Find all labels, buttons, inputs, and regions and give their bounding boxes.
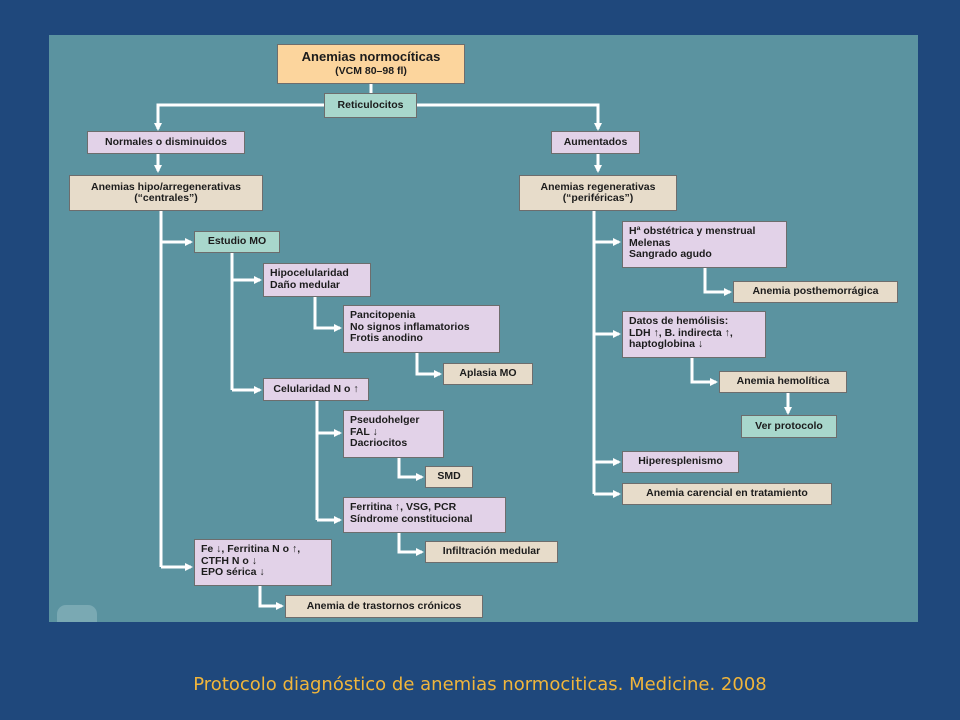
node-fe-ferritina: Fe ↓, Ferritina N o ↑, CTFH N o ↓ EPO sé… bbox=[194, 539, 332, 586]
node-anemia-posthemorragica: Anemia posthemorrágica bbox=[733, 281, 898, 303]
node-pancitopenia: Pancitopenia No signos inflamatorios Fro… bbox=[343, 305, 500, 353]
slide-caption: Protocolo diagnóstico de anemias normoci… bbox=[193, 674, 767, 695]
node-hiperesplenismo: Hiperesplenismo bbox=[622, 451, 739, 473]
flowchart-connectors bbox=[154, 84, 792, 610]
node-anemia-hemolitica: Anemia hemolítica bbox=[719, 371, 847, 393]
publisher-logo-watermark bbox=[57, 605, 97, 622]
node-aplasia-mo: Aplasia MO bbox=[443, 363, 533, 385]
node-hipocelularidad: Hipocelularidad Daño medular bbox=[263, 263, 371, 297]
node-subtitle: (VCM 80–98 fl) bbox=[335, 65, 407, 77]
node-pseudohelger: Pseudohelger FAL ↓ Dacriocitos bbox=[343, 410, 444, 458]
node-anemias-normociticas: Anemias normocíticas (VCM 80–98 fl) bbox=[277, 44, 465, 84]
node-anemia-trastornos-cronicos: Anemia de trastornos crónicos bbox=[285, 595, 483, 618]
node-ver-protocolo: Ver protocolo bbox=[741, 415, 837, 438]
node-estudio-mo: Estudio MO bbox=[194, 231, 280, 253]
node-reticulocitos: Reticulocitos bbox=[324, 93, 417, 118]
node-smd: SMD bbox=[425, 466, 473, 488]
node-anemia-carencial: Anemia carencial en tratamiento bbox=[622, 483, 832, 505]
node-anemias-hipo-arregenerativas: Anemias hipo/arregenerativas (“centrales… bbox=[69, 175, 263, 211]
node-aumentados: Aumentados bbox=[551, 131, 640, 154]
node-datos-hemolisis: Datos de hemólisis: LDH ↑, B. indirecta … bbox=[622, 311, 766, 358]
node-infiltracion-medular: Infiltración medular bbox=[425, 541, 558, 563]
node-ferritina-vsg-pcr: Ferritina ↑, VSG, PCR Síndrome constituc… bbox=[343, 497, 506, 533]
node-title: Anemias normocíticas bbox=[301, 49, 441, 64]
node-anemias-regenerativas: Anemias regenerativas (“periféricas”) bbox=[519, 175, 677, 211]
node-normales-o-disminuidos: Normales o disminuidos bbox=[87, 131, 245, 154]
diagram-panel: Anemias normocíticas (VCM 80–98 fl) Reti… bbox=[49, 35, 918, 622]
node-celularidad: Celularidad N o ↑ bbox=[263, 378, 369, 401]
node-hemorragia: Hª obstétrica y menstrual Melenas Sangra… bbox=[622, 221, 787, 268]
